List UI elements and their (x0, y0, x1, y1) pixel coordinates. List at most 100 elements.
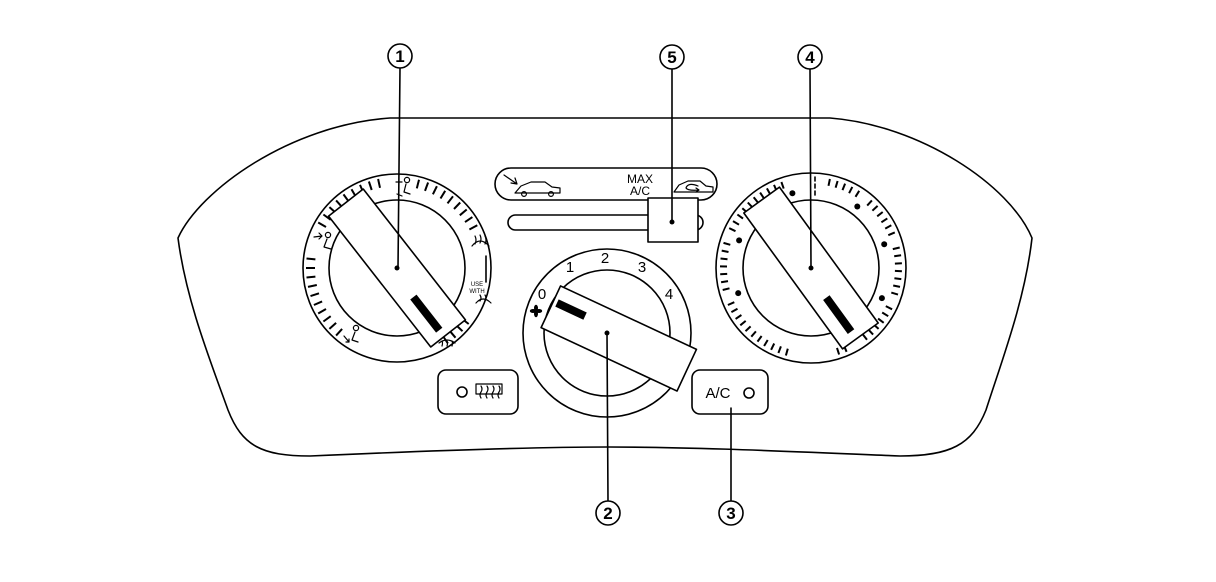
foot-defrost-icon (438, 339, 456, 347)
temp-dial-dot (854, 203, 861, 210)
callout-5-number: 5 (667, 48, 676, 67)
tick-mark (310, 292, 320, 298)
tick-mark (871, 205, 879, 212)
callout-4-leader (809, 68, 812, 269)
callout-4-number: 4 (805, 48, 815, 67)
face-vent-icon-head (324, 231, 332, 239)
tick-mark (841, 183, 847, 191)
tick-mark (894, 254, 902, 258)
defrost-icon-waves (474, 234, 487, 245)
face-vent-icon-arrow (313, 232, 323, 240)
tick-mark (770, 343, 776, 351)
mode-dial-ticks (306, 178, 478, 344)
tick-mark (777, 346, 782, 354)
tick-mark (763, 339, 769, 347)
rear-defroster-button[interactable] (437, 369, 519, 415)
fan-speed-4: 4 (665, 286, 673, 303)
air-intake-slider-track[interactable] (507, 214, 704, 231)
tick-mark (720, 257, 728, 261)
defrost-note-line2: WITH (469, 289, 484, 295)
tick-mark (759, 192, 765, 199)
fan-speed-0: 0 (538, 286, 546, 303)
mode-dial[interactable]: USE WITH (302, 173, 492, 363)
intake-max-label: MAX (627, 172, 653, 186)
rear-defroster-button-frame[interactable] (437, 369, 519, 415)
fresh-air-icon-arrow (503, 174, 518, 185)
fan-dial-knob[interactable] (540, 285, 698, 392)
tick-mark (377, 178, 381, 189)
tick-mark (836, 347, 841, 355)
callout-2: 2 (595, 332, 621, 526)
tick-mark (848, 186, 854, 194)
tick-mark (720, 280, 729, 284)
tick-mark (415, 179, 420, 189)
foot-defrost-icon-waves (441, 340, 454, 347)
callout-5-circle (659, 44, 685, 70)
tick-mark (432, 185, 438, 195)
callout-4-circle (797, 44, 823, 70)
tick-mark (892, 284, 901, 288)
foot-icon-head (352, 324, 360, 332)
fresh-air-icon-car (514, 181, 561, 194)
rear-window-defroster-icon-frame (475, 383, 503, 395)
defrost-small-icon (475, 294, 492, 304)
ac-button-frame[interactable] (691, 369, 769, 415)
tick-mark (877, 317, 885, 324)
rear-window-defroster-icon (475, 383, 503, 399)
fan-icon (529, 304, 543, 318)
defrost-note-line1: USE (471, 282, 483, 288)
tick-mark (730, 307, 738, 313)
ac-button[interactable]: A/C (691, 369, 769, 415)
tick-mark (894, 277, 902, 281)
mode-dial-inner-circle (328, 199, 466, 337)
tick-mark (723, 241, 731, 246)
foot-icon-body (351, 331, 359, 343)
tick-mark (721, 249, 729, 253)
fresh-air-icon-wheel-rear (547, 191, 554, 198)
tick-mark (780, 181, 785, 189)
recirculation-icon-car (673, 180, 714, 193)
tick-mark (328, 322, 337, 330)
fan-speed-2: 2 (601, 250, 609, 267)
temp-dial-dots (735, 190, 888, 337)
recirculation-icon-arrow (685, 183, 700, 193)
tick-mark (317, 308, 327, 315)
fresh-air-icon (503, 174, 561, 198)
air-intake-lever[interactable]: MAX A/C (494, 167, 718, 243)
callout-1: 1 (387, 43, 413, 269)
callout-3: 3 (718, 407, 744, 526)
temp-dial-dot (789, 190, 796, 197)
fresh-air-icon-wheel-front (520, 191, 527, 198)
tick-mark (854, 190, 861, 198)
defrost-small-icon-windshield (475, 298, 492, 304)
intake-ac-label: A/C (630, 184, 650, 198)
tick-mark (453, 201, 461, 210)
mode-dial-knob-indicator (410, 294, 443, 333)
rear-window-defroster-icon-waves (479, 385, 501, 399)
callout-3-circle (718, 500, 744, 526)
fan-dial-knob-indicator (555, 299, 587, 320)
mode-dial-outer-ring (302, 173, 492, 363)
bi-level-icon-head (403, 176, 411, 184)
tick-mark (424, 182, 430, 192)
tick-mark (464, 216, 473, 223)
callout-5: 5 (659, 44, 685, 223)
temp-dial-dot (878, 295, 885, 302)
tick-mark (367, 181, 373, 191)
temp-dial-knob-indicator (823, 295, 855, 334)
tick-mark (468, 224, 478, 231)
callout-3-number: 3 (726, 504, 735, 523)
tick-mark (322, 315, 332, 323)
callout-2-leader (606, 332, 609, 502)
fan-speed-dial[interactable]: 0 1 2 3 4 (522, 248, 698, 418)
callout-1-leader (397, 67, 401, 269)
callout-2-number: 2 (603, 504, 612, 523)
foot-icon (343, 324, 360, 343)
foot-defrost-icon-windshield (438, 339, 456, 344)
tick-mark (306, 275, 316, 279)
tick-mark (735, 314, 742, 320)
tick-mark (884, 224, 892, 230)
tick-mark (887, 231, 896, 237)
defrost-note: USE WITH (469, 282, 492, 304)
ac-indicator-light (743, 387, 755, 399)
